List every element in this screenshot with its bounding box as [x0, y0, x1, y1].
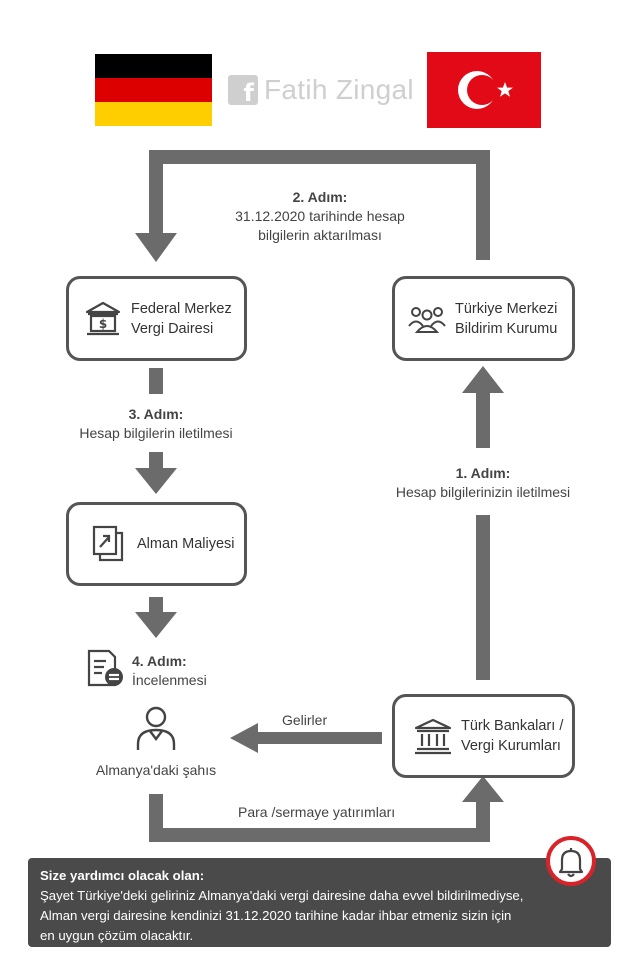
arrow-step2-top [149, 150, 490, 164]
arrow-step4-head [135, 612, 177, 638]
banks-line2: Vergi Kurumları [461, 738, 561, 754]
people-group-icon [408, 306, 446, 333]
arrow-step3-bottom [149, 452, 163, 470]
step2-title: 2. Adım: [292, 189, 348, 205]
arrow-step3-head [135, 468, 177, 494]
crescent-star-icon [458, 71, 513, 109]
document-review-icon [87, 649, 123, 687]
footer-line1: Şayet Türkiye'deki geliriniz Almanya'dak… [40, 888, 524, 903]
step2-line1: 31.12.2020 tarihinde hesap [235, 208, 405, 224]
turkey-flag [427, 52, 541, 128]
svg-text:$: $ [99, 317, 107, 331]
arrow-step1-head [462, 366, 504, 393]
step4-label: 4. Adım: İncelenmesi [132, 652, 207, 690]
step1-text: Hesap bilgilerinizin iletilmesi [395, 484, 571, 500]
turkiye-line2: Bildirim Kurumu [455, 320, 558, 337]
arrow-step3-top [149, 368, 163, 394]
federal-line2: Vergi Dairesi [131, 320, 214, 337]
turkey-central-reporting-box: Türkiye Merkezi Bildirim Kurumu [392, 276, 575, 361]
footer-heading: Size yardımcı olacak olan: [40, 868, 205, 883]
arrow-step2-left-down [149, 150, 163, 235]
step1-label: 1. Adım: Hesap bilgilerinizin iletilmesi [380, 464, 586, 502]
arrow-gelirler-shaft [258, 732, 382, 744]
facebook-icon: f [228, 75, 258, 105]
turkiye-line1: Türkiye Merkezi [455, 300, 558, 317]
footer-line3: en uygun çözüm olacaktır. [40, 928, 194, 943]
federal-tax-office-box: $ Federal Merkez Vergi Dairesi [66, 276, 247, 361]
footer-line2: Alman vergi dairesine kendinizi 31.12.20… [40, 908, 512, 923]
federal-line1: Federal Merkez [131, 300, 232, 317]
brand-name: Fatih Zingal [264, 74, 414, 105]
alert-badge [546, 836, 596, 886]
info-footer: Size yardımcı olacak olan: Şayet Türkiye… [28, 858, 611, 947]
alman-line1: Alman Maliyesi [137, 536, 235, 552]
step4-title: 4. Adım: [132, 653, 187, 669]
brand-watermark: f Fatih Zingal [228, 72, 414, 108]
arrow-step2-right-up [476, 150, 490, 260]
arrow-para-bottom [149, 828, 490, 842]
arrow-step1-bottom [476, 515, 490, 680]
germany-flag [95, 54, 212, 126]
bank-building-icon [414, 718, 452, 755]
step3-label: 3. Adım: Hesap bilgilerin iletilmesi [56, 405, 256, 443]
step3-text: Hesap bilgilerin iletilmesi [79, 425, 233, 441]
banks-line1: Türk Bankaları / [461, 718, 564, 734]
step2-label: 2. Adım: 31.12.2020 tarihinde hesap bilg… [212, 188, 428, 245]
step1-title: 1. Adım: [455, 465, 511, 481]
arrow-step1-top [476, 392, 490, 448]
tax-office-icon: $ [85, 301, 121, 335]
arrow-step2-head [135, 233, 177, 262]
finance-document-icon [92, 525, 124, 562]
gelirler-label: Gelirler [282, 712, 328, 728]
step2-line2: bilgilerin aktarılması [258, 227, 382, 243]
para-label: Para /sermaye yatırımları [238, 804, 396, 820]
person-label: Almanya'daki şahıs [95, 762, 217, 778]
turkish-banks-box: Türk Bankaları / Vergi Kurumları [392, 694, 575, 778]
bell-icon [558, 848, 584, 878]
step3-title: 3. Adım: [128, 406, 184, 422]
step4-text: İncelenmesi [132, 672, 207, 688]
german-finance-box: Alman Maliyesi [66, 502, 247, 586]
arrow-step4-shaft [149, 597, 163, 613]
arrow-para-right [476, 800, 490, 842]
person-icon [136, 706, 176, 750]
arrow-gelirler-head [230, 723, 258, 753]
arrow-para-head [462, 776, 504, 802]
